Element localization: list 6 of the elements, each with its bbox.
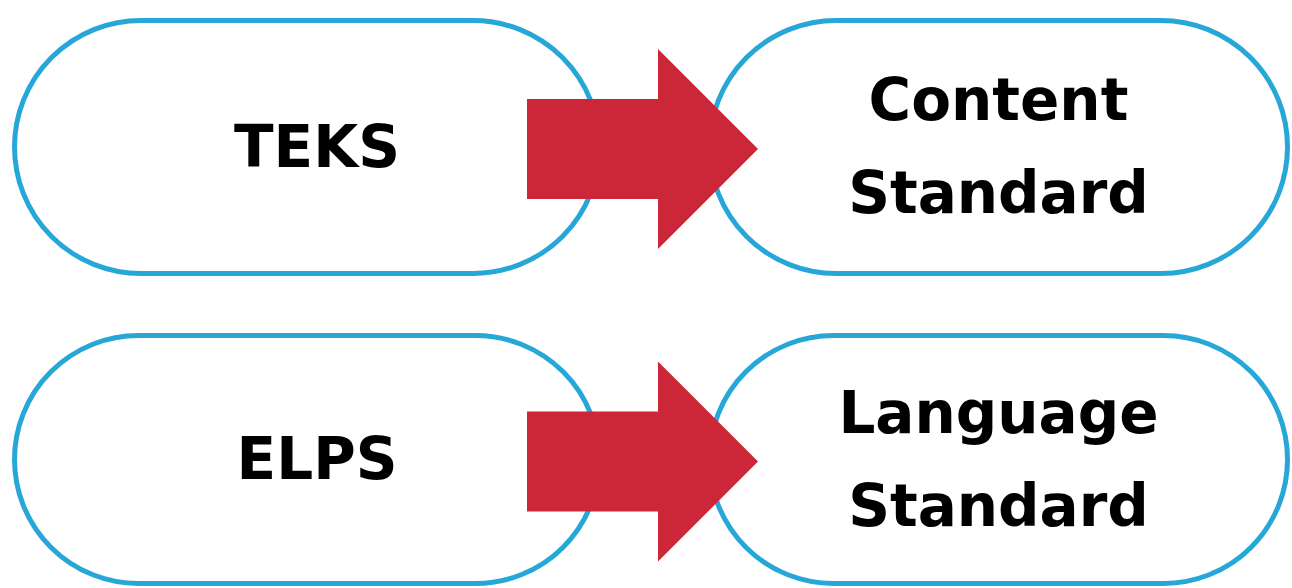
node-label: ELPS (235, 424, 399, 496)
arrow (527, 49, 758, 249)
node-label: Content Standard (847, 65, 1150, 229)
node-label: TEKS (233, 111, 401, 183)
node-label: Language Standard (837, 377, 1160, 542)
arrow (527, 361, 758, 562)
